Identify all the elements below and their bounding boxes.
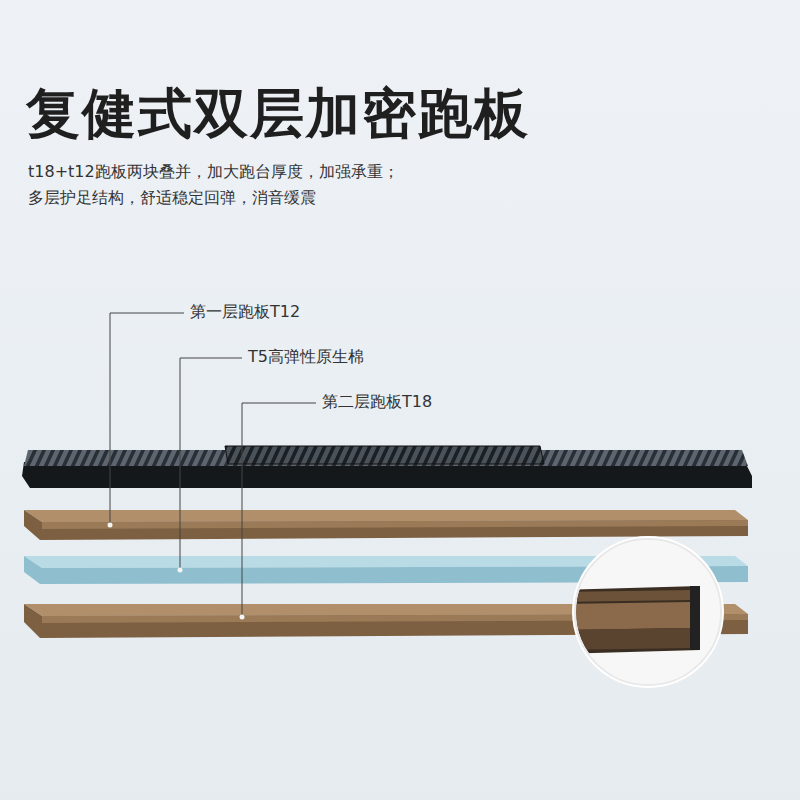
subtitle-line: t18+t12跑板两块叠并，加大跑台厚度，加强承重； <box>28 162 399 183</box>
subtitle-line: 多层护足结构，舒适稳定回弹，消音缓震 <box>28 188 316 209</box>
zoom-detail <box>560 530 740 700</box>
layer-label: T5高弹性原生棉 <box>248 347 364 368</box>
leader-dots <box>108 523 245 620</box>
title: 复健式双层加密跑板 <box>26 78 530 151</box>
layer-label: 第二层跑板T18 <box>322 392 432 413</box>
layer-label: 第一层跑板T12 <box>190 302 300 323</box>
first-board <box>24 510 748 540</box>
running-belt <box>22 446 752 488</box>
